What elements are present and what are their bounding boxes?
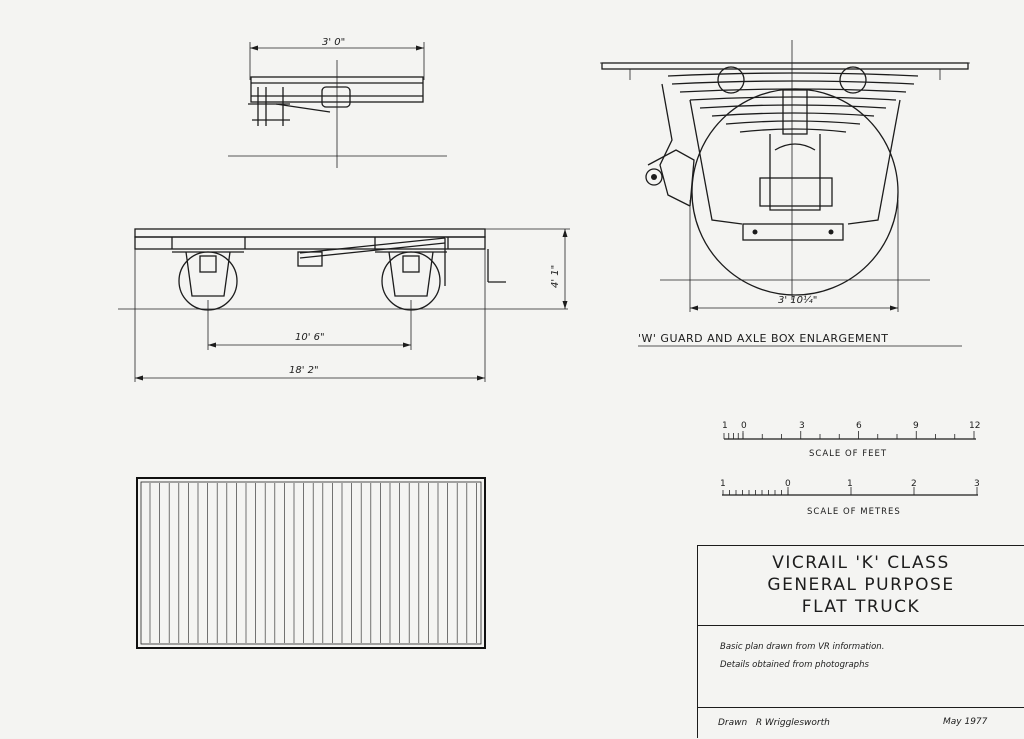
drawing-date: May 1977	[943, 717, 988, 727]
feet-tick-label: 0	[741, 421, 747, 431]
feet-tick-label: 6	[856, 421, 862, 431]
end-elevation-view: 3' 0"	[228, 37, 447, 168]
drawn-label: Drawn	[718, 718, 748, 728]
feet-tick-label: 12	[969, 421, 980, 431]
drawn-by: Drawn R Wrigglesworth	[718, 718, 830, 728]
plan-view	[136, 477, 486, 649]
metre-tick-label: 3	[974, 479, 980, 489]
title-line: GENERAL PURPOSE	[767, 575, 955, 595]
title-block: VICRAIL 'K' CLASS GENERAL PURPOSE FLAT T…	[697, 545, 1024, 738]
draftsman-name: R Wrigglesworth	[755, 718, 830, 728]
feet-tick-label: 1	[722, 421, 728, 431]
metre-tick-label: 1	[847, 479, 853, 489]
metre-tick-label: 1	[720, 479, 726, 489]
wheel-gauge-dimension: 3' 10¼"	[778, 294, 817, 306]
title-line: VICRAIL 'K' CLASS	[772, 553, 950, 573]
drawing-title: VICRAIL 'K' CLASS GENERAL PURPOSE FLAT T…	[698, 546, 1024, 626]
feet-tick-label: 9	[913, 421, 919, 431]
scale-of-feet-caption: SCALE OF FEET	[809, 449, 887, 459]
enlargement-caption: 'W' GUARD AND AXLE BOX ENLARGEMENT	[638, 332, 888, 345]
length-dimension: 18' 2"	[289, 365, 319, 376]
deck-planks	[149, 483, 477, 643]
w-guard-enlargement-view: 3' 10¼" 'W' GUARD AND AXLE BOX ENLARGEME…	[600, 40, 970, 347]
scale-of-metres: 1 0 1 2 3 SCALE OF METRES	[720, 479, 980, 517]
feet-tick-label: 3	[799, 421, 805, 431]
scale-of-metres-caption: SCALE OF METRES	[807, 507, 901, 517]
side-elevation-view: 4' 1" 10' 6" 18' 2"	[118, 228, 570, 382]
scale-of-feet: 1 0 3 6 9 12 SCALE OF FEET	[722, 421, 980, 459]
note-line: Basic plan drawn from VR information.	[720, 642, 885, 652]
metre-tick-label: 0	[785, 479, 791, 489]
end-width-dimension: 3' 0"	[322, 37, 345, 48]
drawing-notes: Basic plan drawn from VR information. De…	[698, 626, 1024, 708]
metre-tick-label: 2	[911, 479, 917, 489]
note-line: Details obtained from photographs	[720, 660, 869, 670]
title-line: FLAT TRUCK	[801, 597, 921, 617]
height-dimension: 4' 1"	[550, 265, 561, 288]
wheelbase-dimension: 10' 6"	[295, 332, 325, 343]
drawing-credits: Drawn R Wrigglesworth May 1977	[698, 708, 1024, 739]
